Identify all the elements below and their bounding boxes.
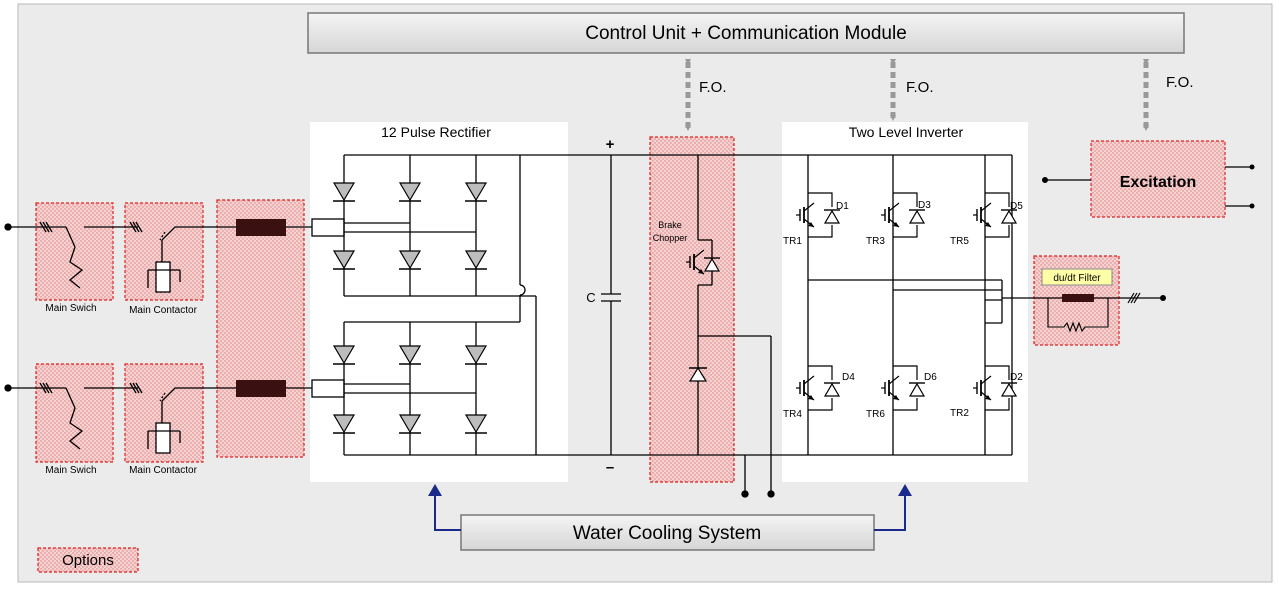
tr4-label: TR4: [783, 409, 802, 420]
tr5-label: TR5: [950, 236, 969, 247]
inverter-label: Two Level Inverter: [849, 124, 964, 140]
options-legend-box: [37, 547, 139, 573]
control-unit-label: Control Unit + Communication Module: [585, 23, 907, 44]
tr6-label: TR6: [866, 409, 885, 420]
d2-label: D2: [1010, 372, 1023, 383]
main-switch-top-label: Main Swich: [45, 303, 96, 314]
main-contactor-bottom-label: Main Contactor: [129, 465, 197, 476]
input-reactor-box: [216, 199, 305, 458]
fo-label-1: F.O.: [699, 79, 727, 96]
options-legend-label: Options: [62, 552, 114, 569]
input-line-top: [4, 221, 236, 293]
water-cooling-system: Water Cooling System: [428, 484, 912, 551]
d1-label: D1: [836, 201, 849, 212]
fo-label-2: F.O.: [906, 79, 934, 96]
dudt-filter: du/dt Filter: [1041, 268, 1166, 333]
d5-label: D5: [1010, 201, 1023, 212]
brake-label-1: Brake: [658, 220, 682, 230]
input-reactor-bottom: [236, 380, 286, 397]
control-unit-bar: Control Unit + Communication Module: [307, 12, 1185, 54]
cooling-arrow-left: [428, 484, 461, 531]
d4-label: D4: [842, 372, 855, 383]
brake-diode: [688, 366, 708, 382]
main-contactor-top-label: Main Contactor: [129, 305, 197, 316]
rectifier-panel: [310, 122, 568, 482]
input-line-bottom: [4, 382, 236, 454]
capacitor-label: C: [586, 290, 595, 305]
excitation-block: Excitation: [1042, 164, 1255, 209]
brake-chopper-box: [649, 136, 735, 483]
main-switch-bottom-box: [35, 363, 114, 463]
dudt-filter-label: du/dt Filter: [1053, 273, 1101, 284]
dc-minus-label: –: [606, 459, 614, 476]
excitation-box: [1090, 140, 1226, 218]
tr2-label: TR2: [950, 408, 969, 419]
tr3-label: TR3: [866, 236, 885, 247]
dc-plus-label: +: [606, 136, 615, 153]
d6-label: D6: [924, 372, 937, 383]
dc-link-capacitor: [601, 155, 621, 455]
brake-label-2: Chopper: [653, 233, 688, 243]
d3-label: D3: [918, 200, 931, 211]
two-level-inverter: [807, 155, 1045, 455]
fiber-optic-links: F.O. F.O. F.O.: [685, 59, 1194, 131]
water-cooling-label: Water Cooling System: [573, 523, 761, 544]
main-switch-bottom-label: Main Swich: [45, 465, 96, 476]
main-switch-top-box: [35, 202, 114, 301]
fo-label-3: F.O.: [1166, 74, 1194, 91]
input-reactor-top: [236, 219, 286, 236]
tr1-label: TR1: [783, 236, 802, 247]
excitation-label: Excitation: [1120, 174, 1196, 191]
cooling-arrow-right: [874, 484, 912, 531]
inverter-switches: [795, 192, 1018, 411]
twelve-pulse-rectifier: [286, 154, 1012, 456]
rectifier-label: 12 Pulse Rectifier: [381, 124, 491, 140]
inverter-panel: [782, 122, 1028, 482]
